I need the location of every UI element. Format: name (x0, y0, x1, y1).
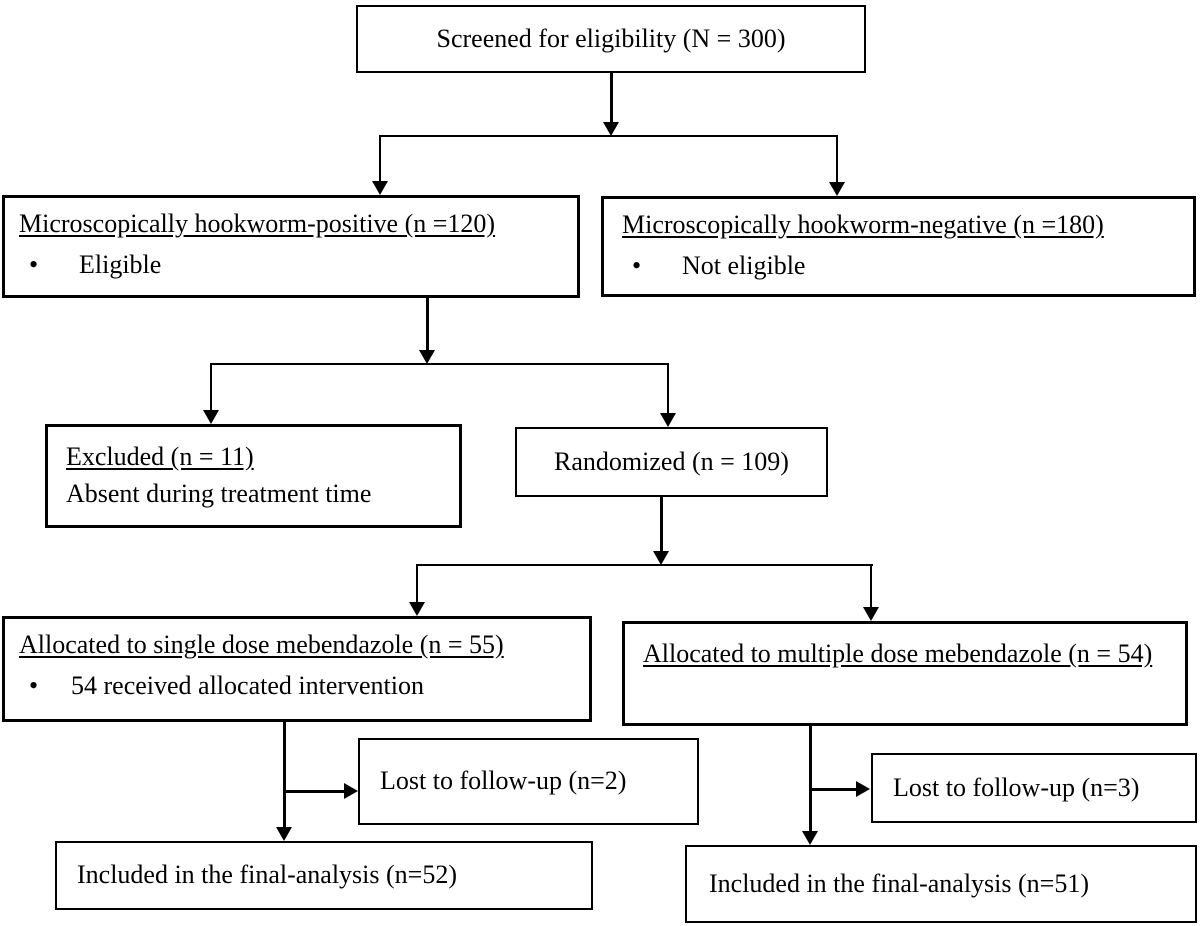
arrow-down-icon (660, 413, 676, 427)
arrow-down-icon (372, 181, 388, 195)
connector-line (610, 73, 613, 125)
node-allocated-multiple-dose-title: Allocated to multiple dose mebendazole (… (643, 639, 1153, 668)
connector-line (416, 564, 873, 566)
bullet-item: 54 received allocated intervention (29, 668, 579, 705)
node-screened-title: Screened for eligibility (N = 300) (436, 23, 786, 53)
node-final-analysis-multiple: Included in the final-analysis (n=51) (685, 845, 1197, 923)
node-hookworm-positive-title: Microscopically hookworm-positive (n =12… (19, 209, 496, 238)
node-final-analysis-single-title: Included in the final-analysis (n=52) (77, 860, 457, 890)
connector-line (285, 790, 345, 793)
node-allocated-multiple-dose: Allocated to multiple dose mebendazole (… (622, 621, 1188, 726)
connector-line (870, 564, 872, 609)
arrow-down-icon (802, 831, 818, 845)
bullet-icon (29, 668, 71, 705)
arrow-down-icon (603, 122, 619, 136)
bullet-label: Not eligible (682, 250, 806, 280)
connector-line (210, 363, 212, 411)
bullet-item: Not eligible (632, 248, 1175, 285)
connector-line (660, 497, 663, 553)
connector-line (667, 363, 669, 414)
bullet-icon (632, 248, 682, 285)
node-allocated-single-dose: Allocated to single dose mebendazole (n … (2, 616, 592, 722)
arrow-down-icon (829, 182, 845, 196)
node-lost-multiple: Lost to follow-up (n=3) (871, 753, 1197, 823)
node-lost-single: Lost to follow-up (n=2) (358, 738, 699, 825)
connector-line (811, 788, 857, 791)
node-excluded-detail: Absent during treatment time (66, 478, 372, 508)
connector-line (836, 135, 838, 183)
node-hookworm-negative: Microscopically hookworm-negative (n =18… (601, 196, 1196, 297)
arrow-down-icon (653, 551, 669, 565)
connector-line (426, 298, 429, 352)
arrow-right-icon (344, 783, 358, 799)
node-lost-single-title: Lost to follow-up (n=2) (380, 766, 627, 796)
arrow-down-icon (203, 410, 219, 424)
node-lost-multiple-title: Lost to follow-up (n=3) (893, 772, 1140, 802)
bullet-label: Eligible (79, 249, 162, 279)
node-final-analysis-single: Included in the final-analysis (n=52) (55, 841, 593, 910)
connector-line (809, 726, 812, 832)
node-hookworm-negative-title: Microscopically hookworm-negative (n =18… (622, 210, 1104, 239)
arrow-down-icon (409, 602, 425, 616)
arrow-right-icon (856, 781, 870, 797)
connector-line (416, 564, 418, 604)
connector-line (379, 135, 838, 137)
node-screened: Screened for eligibility (N = 300) (356, 5, 866, 73)
bullet-label: 54 received allocated intervention (71, 670, 425, 700)
arrow-down-icon (276, 827, 292, 841)
node-excluded-title: Excluded (n = 11) (66, 442, 254, 471)
node-final-analysis-multiple-title: Included in the final-analysis (n=51) (709, 868, 1089, 898)
node-randomized-title: Randomized (n = 109) (554, 446, 789, 476)
arrow-down-icon (419, 350, 435, 364)
connector-line (283, 722, 286, 829)
node-allocated-single-dose-title: Allocated to single dose mebendazole (n … (19, 630, 504, 659)
bullet-item: Eligible (29, 247, 563, 284)
connector-line (210, 363, 669, 365)
connector-line (379, 135, 381, 182)
arrow-down-icon (863, 607, 879, 621)
bullet-icon (29, 247, 79, 284)
node-excluded: Excluded (n = 11) Absent during treatmen… (45, 424, 462, 528)
node-randomized: Randomized (n = 109) (515, 427, 828, 497)
node-hookworm-positive: Microscopically hookworm-positive (n =12… (2, 195, 580, 298)
